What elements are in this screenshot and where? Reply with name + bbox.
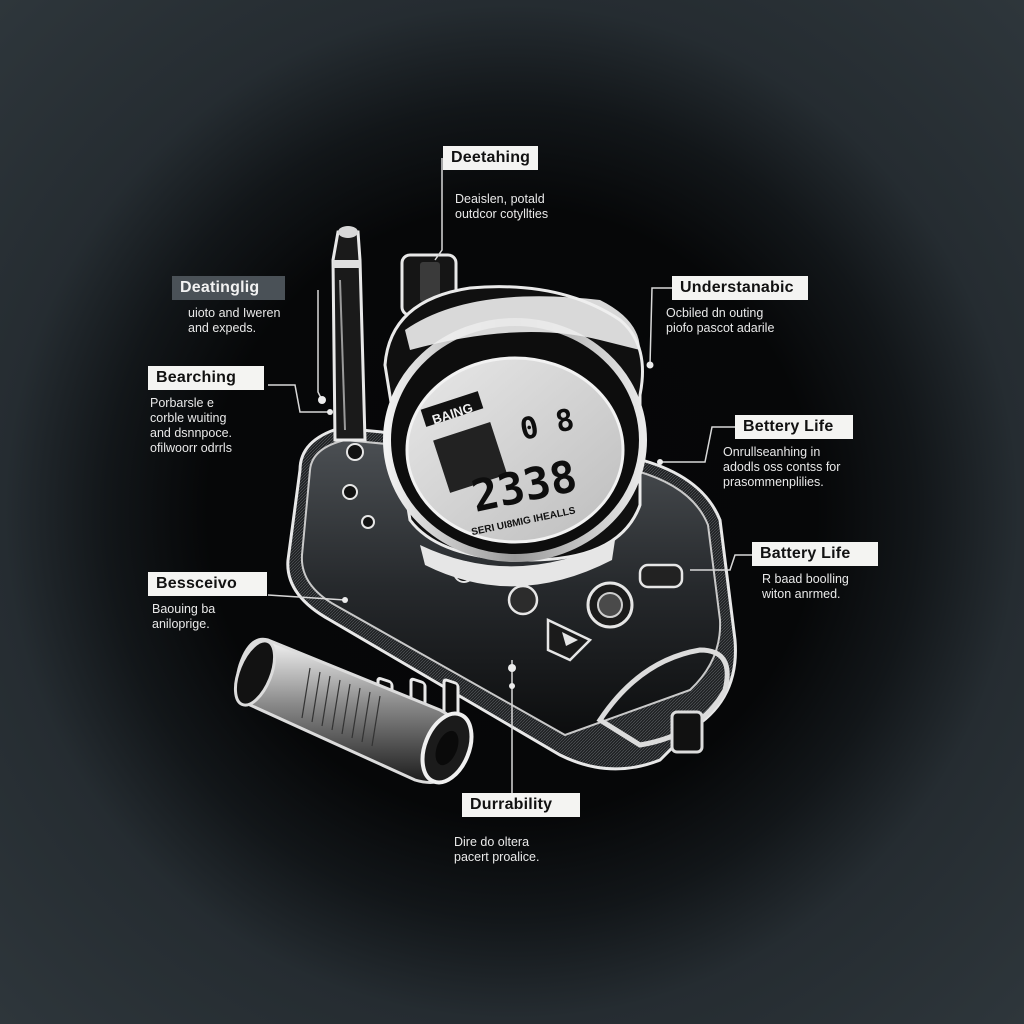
callout-desc: Ocbiled dn outing piofo pascot adarile bbox=[666, 306, 775, 335]
callout-right-1: Understanabic Ocbiled dn outing piofo pa… bbox=[666, 276, 808, 336]
callout-desc: Onrullseanhing in adodls oss contss for … bbox=[723, 445, 841, 489]
callout-desc: Deaislen, potald outdcor cotyllties bbox=[455, 192, 549, 221]
callout-title: Bearching bbox=[148, 366, 265, 390]
callout-top: Deetahing Deaislen, potald outdcor cotyl… bbox=[443, 146, 548, 222]
callout-title: Bettery Life bbox=[735, 415, 854, 439]
callout-title: Bessceivo bbox=[148, 572, 267, 596]
callout-title: Deetahing bbox=[443, 146, 539, 170]
callout-title: Battery Life bbox=[752, 542, 879, 566]
callout-desc: Dire do oltera pacert proalice. bbox=[454, 835, 540, 864]
callout-desc: Baouing ba aniloprige. bbox=[152, 602, 216, 631]
callout-right-2: Bettery Life Onrullseanhing in adodls os… bbox=[723, 415, 854, 490]
callout-desc: Porbarsle e corble wuiting and dsnnpoce.… bbox=[150, 396, 233, 455]
callout-desc: R baad boolling witon anrmed. bbox=[762, 572, 849, 601]
callout-bottom: Durrability Dire do oltera pacert proali… bbox=[454, 793, 581, 865]
callout-desc: uioto and Iweren and expeds. bbox=[188, 306, 281, 335]
callout-left-3: Bessceivo Baouing ba aniloprige. bbox=[148, 572, 267, 632]
belt-clip bbox=[400, 253, 458, 317]
callout-left-2: Bearching Porbarsle e corble wuiting and… bbox=[148, 366, 265, 456]
display-dome: BAING 2338 0 8 SERI UI8MIG IHEALLS bbox=[383, 285, 647, 587]
callout-right-3: Battery Life R baad boolling witon anrme… bbox=[752, 542, 879, 602]
flashlight bbox=[233, 637, 474, 785]
callout-left-1: Deatinglig uioto and Iweren and expeds. bbox=[172, 276, 286, 336]
callout-title: Durrability bbox=[462, 793, 581, 817]
callout-title: Deatinglig bbox=[172, 276, 286, 300]
antenna bbox=[331, 226, 367, 442]
callout-title: Understanabic bbox=[672, 276, 808, 300]
